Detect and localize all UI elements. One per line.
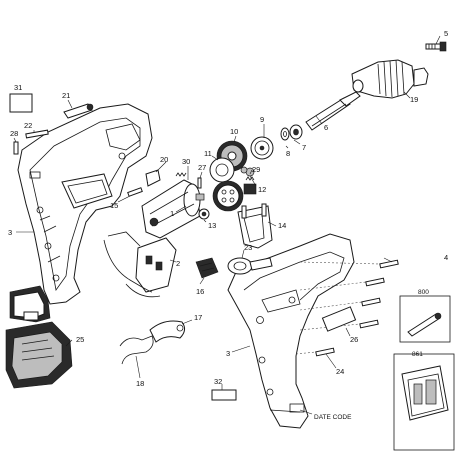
bushing: [198, 208, 210, 220]
chuck: [351, 59, 429, 99]
trigger: [195, 257, 219, 279]
callout-23: 23: [244, 243, 252, 252]
callout-29: 29: [252, 165, 260, 174]
callout-31: 31: [14, 83, 22, 92]
callout-26: 26: [350, 335, 358, 344]
housing-right-half: [227, 233, 355, 429]
callout-32: 32: [214, 377, 222, 386]
belt-hook: [119, 335, 154, 365]
forward-reverse-button: [227, 257, 273, 275]
callout-861: 861: [412, 351, 423, 358]
callout-17: 17: [194, 313, 202, 322]
callout-8: 8: [286, 149, 290, 158]
callout-12: 12: [258, 185, 266, 194]
date-code-label: DATE CODE: [314, 414, 352, 421]
motor-pin: [197, 177, 202, 189]
callout-22: 22: [24, 121, 32, 130]
callout-800: 800: [418, 289, 429, 296]
callout-25: 25: [76, 335, 84, 344]
battery-pack: [5, 285, 73, 389]
housing-screws: [295, 259, 399, 357]
spring-30: [175, 172, 187, 177]
callout-10: 10: [230, 127, 238, 136]
spindle: [305, 91, 361, 131]
callout-6: 6: [324, 123, 328, 132]
callout-24: 24: [336, 367, 344, 376]
callout-11: 11: [204, 149, 212, 158]
callout-28: 28: [10, 129, 18, 138]
label-plate-32: [211, 389, 237, 401]
callout-16: 16: [196, 287, 204, 296]
callout-4: 4: [444, 253, 448, 262]
charger-clip: [149, 320, 186, 343]
callout-13: 13: [208, 221, 216, 230]
chuck-screw: [425, 41, 447, 52]
clutch-bracket: [237, 203, 273, 249]
spindle-bearing: [289, 124, 303, 140]
output-gear: [250, 136, 274, 160]
callout-3-right: 3: [226, 349, 230, 358]
switch-assembly: [103, 231, 177, 298]
gear-housing: [212, 180, 257, 212]
callout-27: 27: [198, 163, 206, 172]
callout-19: 19: [410, 95, 418, 104]
carrying-case-861: [393, 353, 455, 451]
callout-15: 15: [110, 201, 118, 210]
label-plate-26: [321, 306, 357, 332]
callout-21: 21: [62, 91, 70, 100]
callout-18: 18: [136, 379, 144, 388]
callout-labels: 5 19 31 21 22 28 6 9 10 7 8 11 20 30 27 …: [8, 29, 448, 421]
pin-28: [13, 141, 19, 155]
screwdriver-bit: [25, 129, 49, 139]
label-plate-31: [9, 93, 33, 113]
callout-7: 7: [302, 143, 306, 152]
spindle-washer: [280, 127, 290, 141]
housing-left-half: [17, 103, 153, 305]
callout-9: 9: [260, 115, 264, 124]
callout-3-left: 3: [8, 228, 12, 237]
callout-14: 14: [278, 221, 286, 230]
spring-pin: [127, 187, 143, 197]
accessory-box-800: [399, 295, 451, 343]
bit-holder: [63, 103, 94, 119]
callout-5: 5: [444, 29, 448, 38]
callout-1: 1: [170, 209, 174, 218]
ring-gear-stage: [209, 157, 235, 183]
callout-2: 2: [176, 259, 180, 268]
callout-20: 20: [160, 155, 168, 164]
clutch-spring: [245, 176, 255, 181]
motor-clip: [145, 169, 161, 187]
callout-30: 30: [182, 157, 190, 166]
leader-lines: [13, 35, 441, 415]
motor: [141, 179, 205, 239]
